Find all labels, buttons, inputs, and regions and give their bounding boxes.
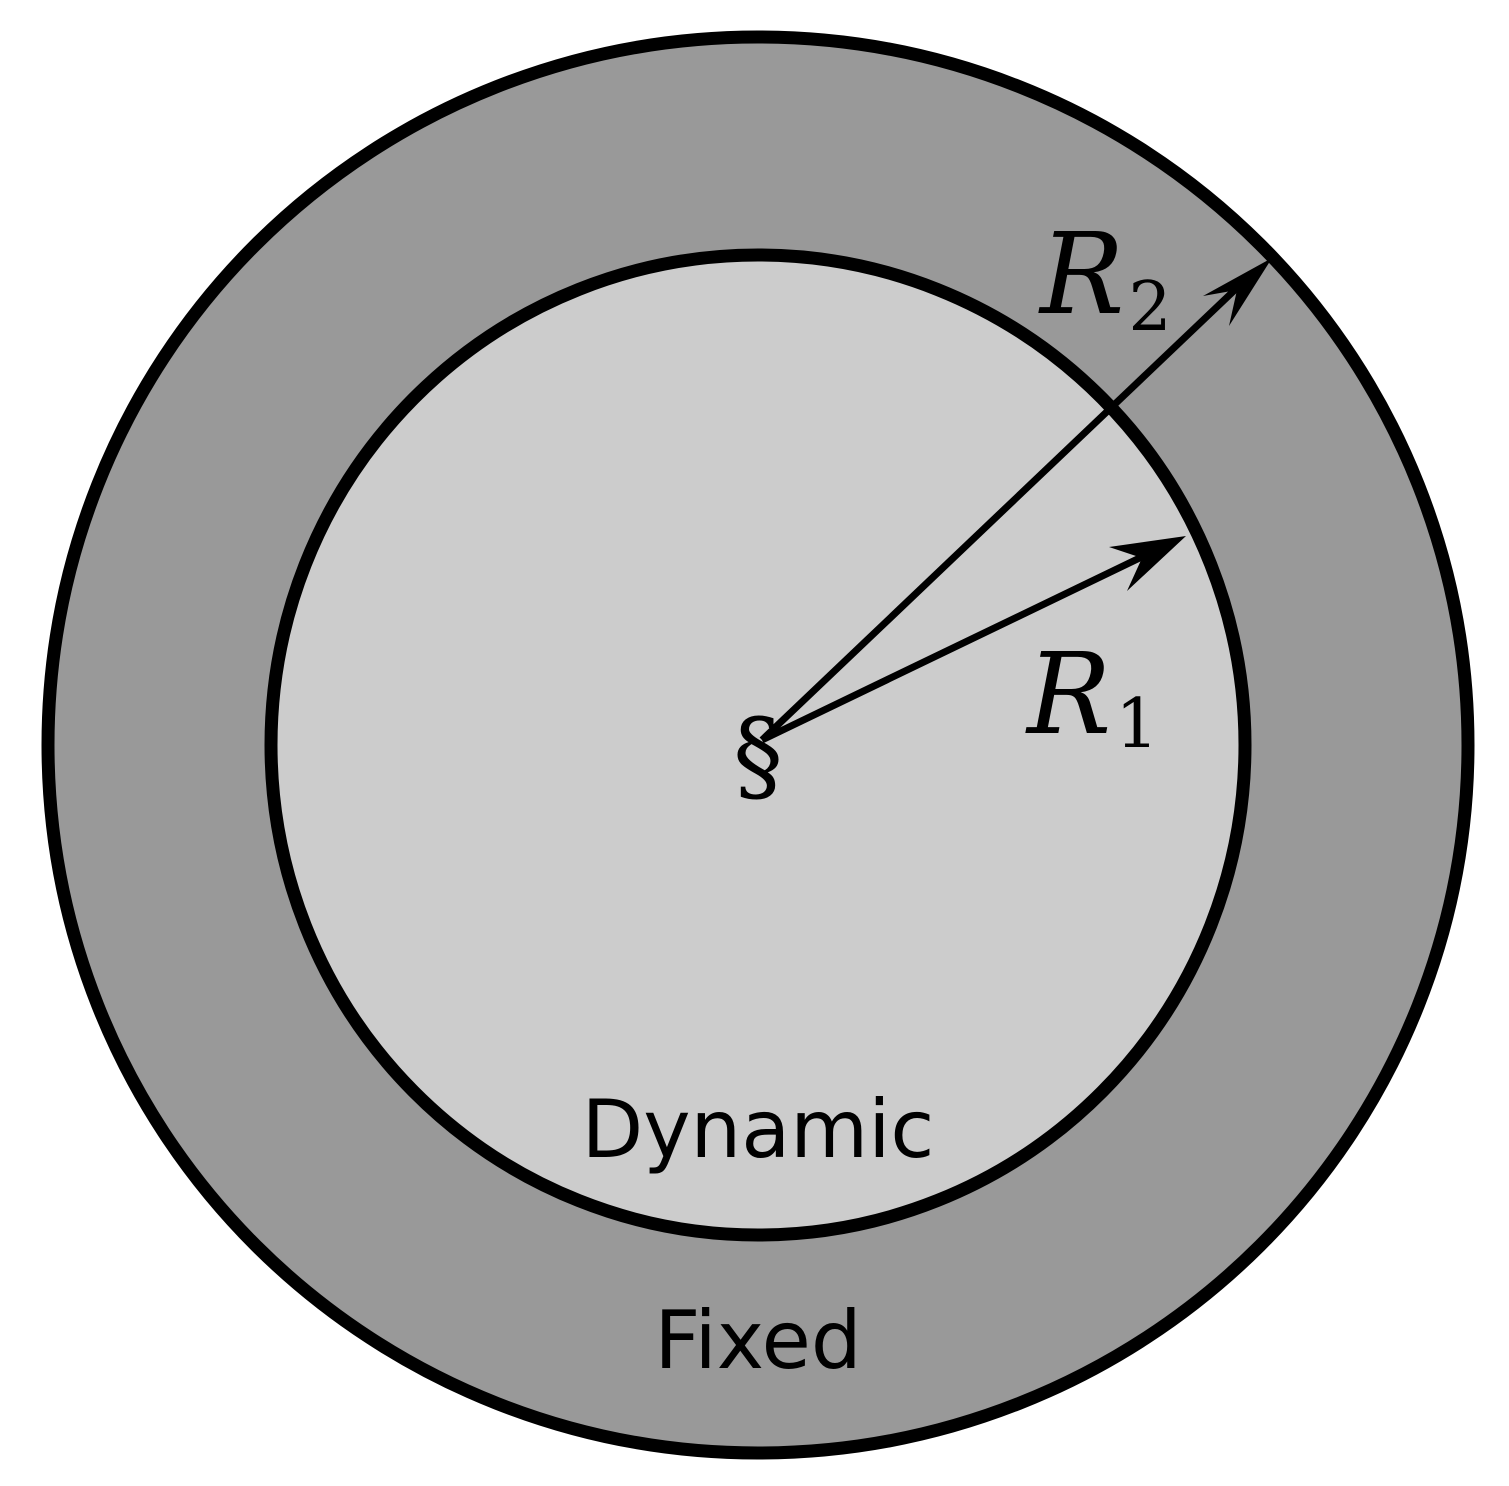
origin-symbol: § — [733, 697, 783, 814]
r2-arrowhead — [1203, 258, 1272, 326]
inner-dynamic-circle — [264, 248, 1252, 1242]
r2-label: R2 — [1038, 210, 1172, 347]
r1-arrow-line — [760, 549, 1152, 744]
dynamic-region-label: Dynamic — [582, 1083, 935, 1176]
fixed-region-label: Fixed — [654, 1294, 861, 1387]
r1-label: R1 — [1025, 630, 1159, 764]
r1-arrowhead — [1109, 536, 1186, 591]
r2-arrow-line — [759, 282, 1243, 743]
